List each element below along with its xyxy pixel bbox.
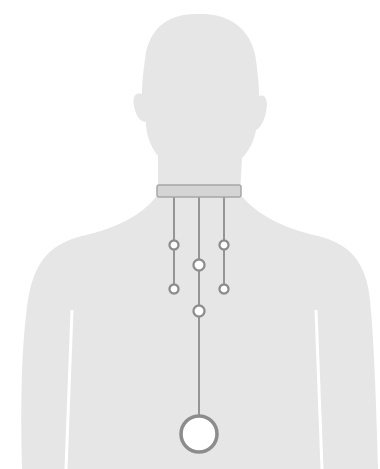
ring-right-upper bbox=[220, 241, 229, 250]
ring-center-large bbox=[181, 416, 217, 452]
ring-right-lower bbox=[220, 285, 229, 294]
collar-band bbox=[157, 185, 241, 197]
ring-center-upper bbox=[194, 260, 205, 271]
ring-left-lower bbox=[170, 285, 179, 294]
ring-center-lower bbox=[194, 306, 205, 317]
ring-left-upper bbox=[170, 241, 179, 250]
